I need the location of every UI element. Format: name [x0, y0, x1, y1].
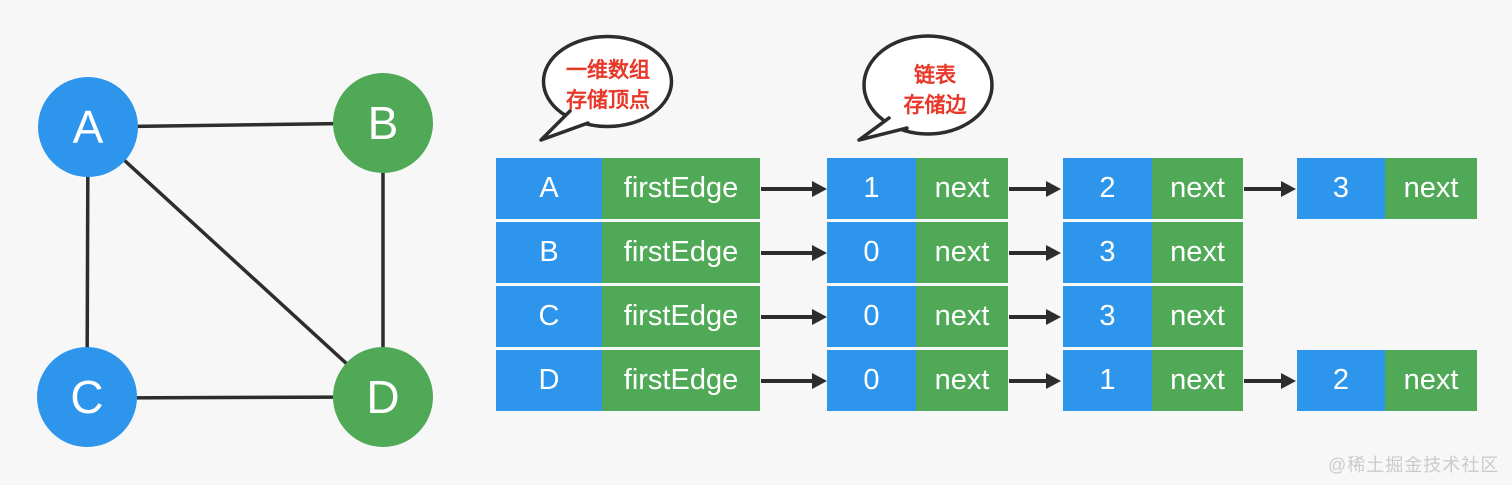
edge-node-b1-next: next — [1152, 222, 1243, 283]
edge-node-d0-next: next — [916, 350, 1008, 411]
firstedge-cell-d: firstEdge — [602, 350, 760, 411]
arrow-a-2 — [1244, 187, 1281, 191]
edge-node-b0-next: next — [916, 222, 1008, 283]
vertex-cell-b: B — [496, 222, 602, 283]
speech-bubble-vertices — [539, 34, 674, 142]
edge-node-d0-value: 0 — [827, 350, 916, 411]
edge-node-d2-value: 2 — [1297, 350, 1385, 411]
vertex-cell-d: D — [496, 350, 602, 411]
firstedge-cell-c: firstEdge — [602, 286, 760, 347]
bubble-line: 存储边 — [903, 94, 967, 117]
edge-node-a1-next: next — [1152, 158, 1243, 219]
arrow-d-0 — [761, 379, 812, 383]
arrow-d-1 — [1009, 379, 1046, 383]
arrow-c-1 — [1009, 315, 1046, 319]
edge-node-d1-value: 1 — [1063, 350, 1152, 411]
speech-bubble-edges — [857, 34, 994, 142]
arrow-b-1 — [1009, 251, 1046, 255]
edge-node-a0-next: next — [916, 158, 1008, 219]
arrow-a-0 — [761, 187, 812, 191]
graph-node-b: B — [333, 73, 433, 173]
arrow-d-2 — [1244, 379, 1281, 383]
watermark: @稀土掘金技术社区 — [1328, 455, 1500, 475]
edge-node-b0-value: 0 — [827, 222, 916, 283]
bubble-line: 一维数组 — [566, 59, 650, 82]
vertex-cell-c: C — [496, 286, 602, 347]
edge-node-a0-value: 1 — [827, 158, 916, 219]
edge-node-d2-next: next — [1385, 350, 1477, 411]
firstedge-cell-b: firstEdge — [602, 222, 760, 283]
edge-node-d1-next: next — [1152, 350, 1243, 411]
graph-node-a: A — [38, 77, 138, 177]
speech-bubble-edges-text: 链表 存储边 — [865, 61, 1005, 121]
edge-node-a2-value: 3 — [1297, 158, 1385, 219]
graph-node-d: D — [333, 347, 433, 447]
edge-a-d — [86, 125, 385, 399]
edge-node-a2-next: next — [1385, 158, 1477, 219]
bubble-line: 链表 — [914, 64, 956, 87]
edge-node-a1-value: 2 — [1063, 158, 1152, 219]
graph-node-c: C — [37, 347, 137, 447]
edge-node-b1-value: 3 — [1063, 222, 1152, 283]
vertex-cell-a: A — [496, 158, 602, 219]
edge-node-c1-next: next — [1152, 286, 1243, 347]
edge-node-c1-value: 3 — [1063, 286, 1152, 347]
firstedge-cell-a: firstEdge — [602, 158, 760, 219]
arrow-c-0 — [761, 315, 812, 319]
speech-bubble-vertices-text: 一维数组 存储顶点 — [538, 56, 678, 116]
edge-node-c0-value: 0 — [827, 286, 916, 347]
arrow-b-0 — [761, 251, 812, 255]
edge-node-c0-next: next — [916, 286, 1008, 347]
bubble-line: 存储顶点 — [566, 89, 650, 112]
arrow-a-1 — [1009, 187, 1046, 191]
